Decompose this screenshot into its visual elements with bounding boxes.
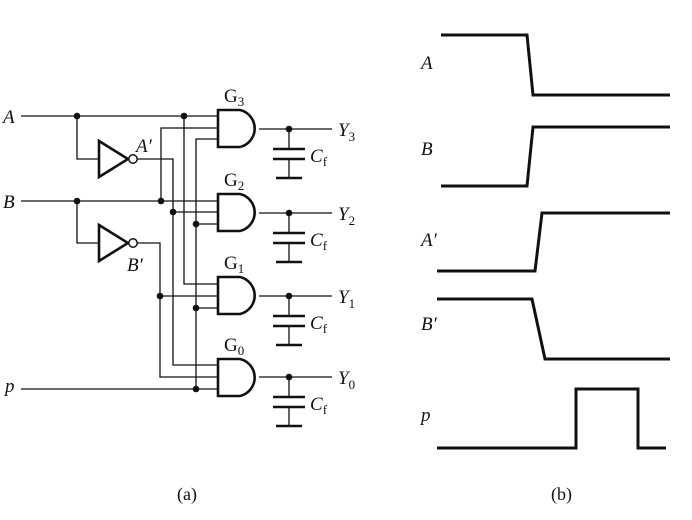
capacitor-label-y3: Cf [310,146,328,169]
svg-text:G1: G1 [224,253,244,276]
and-gate-g2: G2 [216,170,256,233]
capacitor-label-y1: Cf [310,313,328,336]
inverter-b-bubble [128,238,138,248]
junction-dot [192,385,200,393]
waveform-label-a: A [419,53,433,74]
junction-dot [192,220,200,228]
junction-dot [192,304,200,312]
output-y2: Y2 Cf [259,204,355,264]
waveform-a-prime [437,211,670,273]
waveform-b-prime [437,297,670,361]
wire-a-to-g1 [183,116,218,285]
waveform-diagram: A B A′ B′ p (b) [419,33,670,505]
junction-dot [169,208,177,216]
output-label-y0: Y0 [338,368,355,392]
junction-dot [73,197,81,205]
waveform-b [441,125,670,188]
output-y0: Y0 Cf [259,368,355,428]
caption-b: (b) [551,484,572,505]
and-gate-g3: G3 [216,86,256,149]
output-y1: Y1 Cf [259,287,355,347]
output-label-y1: Y1 [338,287,355,311]
wire-b-to-g3 [160,127,218,201]
junction-dot [157,197,165,205]
wire-p-vertical [195,138,218,389]
junction-dot [73,112,81,120]
svg-text:G2: G2 [224,170,244,193]
input-label-p: p [3,376,15,397]
wire-b-prime [137,242,218,378]
capacitor-label-y2: Cf [310,230,328,253]
waveform-label-a-prime: A′ [419,230,438,251]
inverter-b [97,222,131,264]
inverter-a-label: A′ [134,136,153,157]
inverter-b-label: B′ [127,255,144,276]
waveform-label-b: B [421,139,433,160]
waveform-p [437,387,666,450]
input-label-b: B [3,192,15,213]
and-gate-g0: G0 [216,335,256,398]
input-label-a: A [1,107,15,128]
output-y3: Y3 Cf [259,120,355,180]
waveform-label-p: p [419,405,431,426]
waveform-a [441,33,670,97]
inverter-a [97,138,131,180]
output-label-y3: Y3 [338,120,355,144]
svg-text:G3: G3 [224,86,244,109]
output-label-y2: Y2 [338,204,355,228]
circuit-diagram: A B p A′ B′ [1,86,355,505]
junction-dot [180,112,188,120]
wire-b-to-inverter [76,201,99,244]
caption-a: (a) [177,484,197,505]
wire-a-prime [137,158,218,366]
and-gate-g1: G1 [216,253,256,316]
capacitor-label-y0: Cf [310,394,328,417]
waveform-label-b-prime: B′ [421,314,438,335]
wire-a-to-inverter [76,116,99,160]
junction-dot [156,292,164,300]
svg-text:G0: G0 [224,335,244,358]
